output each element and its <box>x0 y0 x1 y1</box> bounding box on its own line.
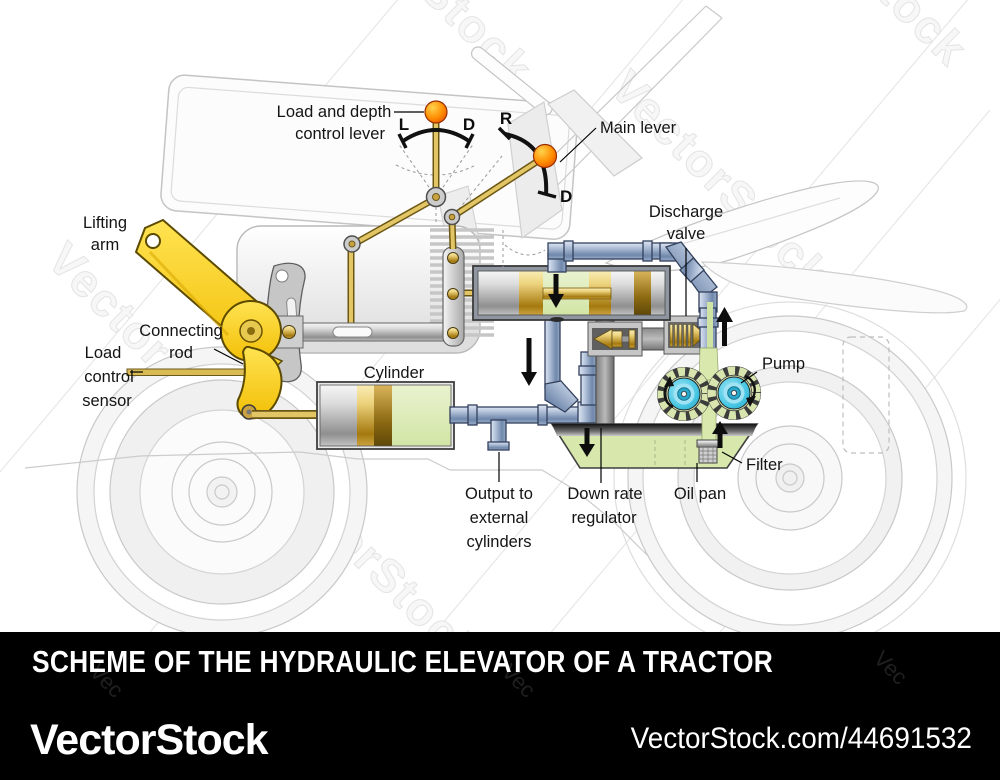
svg-text:regulator: regulator <box>571 509 637 527</box>
footer <box>0 632 1000 780</box>
svg-text:external: external <box>470 509 529 527</box>
load-sensor-rod <box>126 368 254 376</box>
lever-knob <box>424 100 448 124</box>
mark-r: R <box>500 109 512 128</box>
chassis-line <box>24 451 649 557</box>
svg-text:sensor: sensor <box>82 392 132 410</box>
component-labels: Load and depth control lever Main lever … <box>82 103 805 551</box>
steering-wheel <box>470 46 553 116</box>
svg-text:arm: arm <box>91 236 119 254</box>
steering-column <box>547 89 643 177</box>
svg-text:rod: rod <box>169 344 193 362</box>
label-connecting-rod: Connecting <box>139 322 222 340</box>
fender-lower <box>700 261 968 314</box>
mark-l: L <box>399 115 409 134</box>
image-url: VectorStock.com/44691532 <box>630 722 972 755</box>
label-oil-pan: Oil pan <box>674 485 726 503</box>
pipes-upper <box>547 240 719 355</box>
label-load-sensor: Load <box>85 344 122 362</box>
label-discharge-valve: Discharge <box>649 203 723 221</box>
gear-right <box>707 366 761 420</box>
label-output: Output to <box>465 485 533 503</box>
label-lifting-arm: Lifting <box>83 214 127 232</box>
label-main-lever: Main lever <box>600 119 677 137</box>
link-plate <box>442 246 465 347</box>
svg-text:control: control <box>84 368 134 386</box>
engine-hood <box>160 74 579 240</box>
pipes-lower <box>449 317 599 451</box>
lifting-arm <box>134 218 284 376</box>
tractor-hydraulic-diagram: VectorStock VectorStock VectorStock Vect… <box>0 0 1000 632</box>
connecting-rod <box>236 345 283 420</box>
mark-d-right: D <box>560 187 572 206</box>
label-pump: Pump <box>762 355 805 373</box>
dash-panel <box>507 101 563 240</box>
pump-gears <box>657 366 761 421</box>
brand-wordmark: VectorStock <box>30 716 269 764</box>
flow-arrows <box>521 274 733 457</box>
watermark-text: VectorStock <box>738 0 978 76</box>
label-down-rate: Down rate <box>567 485 642 503</box>
label-cylinder: Cylinder <box>364 364 425 382</box>
hydraulic-cylinder <box>252 381 455 450</box>
lever-knob <box>532 143 558 169</box>
mark-d-left: D <box>463 115 475 134</box>
svg-text:cylinders: cylinders <box>466 533 531 551</box>
leader-lines <box>130 111 758 483</box>
svg-text:valve: valve <box>667 225 706 243</box>
control-valve <box>461 264 671 322</box>
image-title: SCHEME OF THE HYDRAULIC ELEVATOR OF A TR… <box>32 644 774 679</box>
gear-left <box>657 367 711 421</box>
svg-text:control lever: control lever <box>295 125 385 143</box>
down-rate-regulator <box>587 309 669 427</box>
label-filter: Filter <box>746 456 783 474</box>
oil-filter <box>696 439 720 464</box>
control-levers: L D R D <box>343 100 572 272</box>
label-load-depth: Load and depth <box>277 103 392 121</box>
